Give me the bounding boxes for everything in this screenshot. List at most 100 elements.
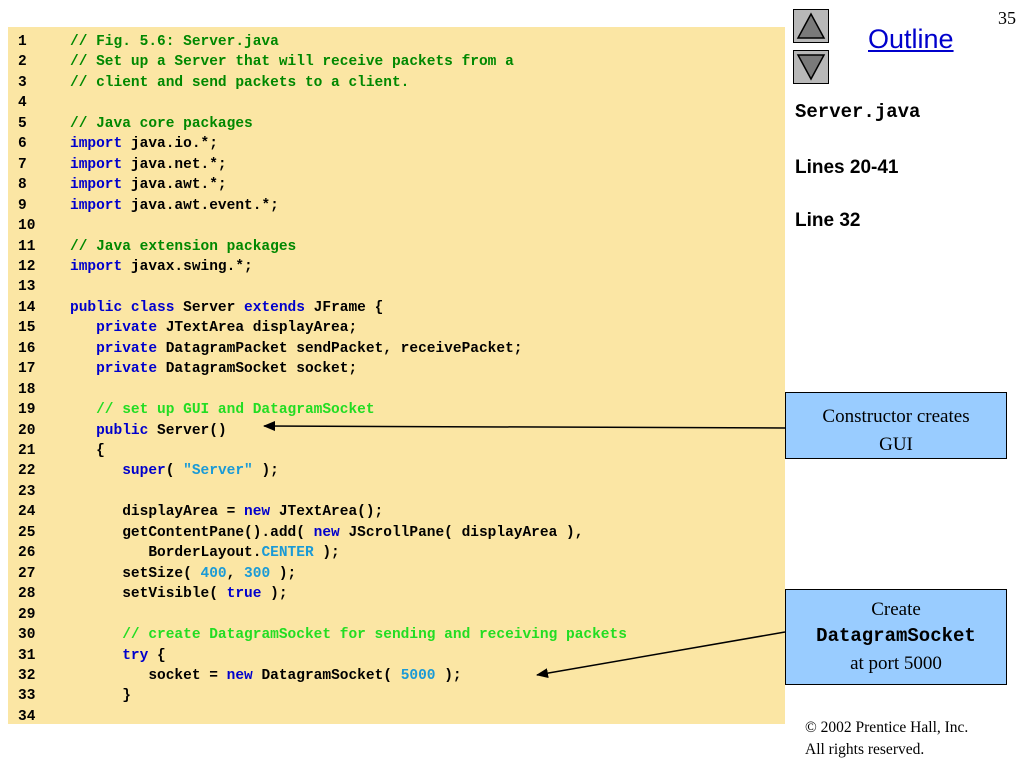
code-token: getContentPane().add(: [70, 524, 314, 541]
file-name-label: Server.java: [795, 101, 921, 123]
literal-token: 400: [200, 565, 227, 582]
code-text: {: [70, 441, 105, 461]
line-number: 26: [18, 545, 36, 562]
line-number: 32: [18, 667, 36, 684]
comment-token: // Set up a Server that will receive pac…: [70, 54, 514, 71]
comment-token: // set up GUI and DatagramSocket: [96, 402, 375, 419]
keyword-token: import: [70, 258, 123, 275]
line-number: 6: [18, 136, 27, 153]
code-token: BorderLayout.: [70, 545, 262, 562]
callout-code-text: DatagramSocket: [816, 625, 976, 647]
line-number: 3: [18, 74, 27, 91]
triangle-down-icon: [796, 54, 826, 81]
line-number: 9: [18, 197, 27, 214]
keyword-token: import: [70, 177, 123, 194]
code-token: (: [165, 463, 184, 480]
code-text: import java.net.*;: [70, 155, 227, 175]
literal-token: 300: [244, 565, 271, 582]
copyright-line: © 2002 Prentice Hall, Inc.: [805, 719, 969, 736]
line-number: 2: [18, 54, 27, 71]
line-number: 7: [18, 156, 27, 173]
code-token: {: [148, 647, 166, 664]
callout-text: Constructor creates: [822, 406, 970, 427]
line-number: 5: [18, 115, 27, 132]
comment-token: // Java extension packages: [70, 238, 297, 255]
code-text: setSize( 400, 300 );: [70, 564, 296, 584]
keyword-token: public class: [70, 299, 175, 316]
code-text: // Java core packages: [70, 114, 253, 134]
comment-token: // Java core packages: [70, 115, 253, 132]
constructor-arrow: [263, 421, 786, 432]
code-token: );: [252, 463, 279, 480]
keyword-token: new: [244, 504, 271, 521]
line-number: 33: [18, 688, 36, 705]
code-token: ,: [226, 565, 245, 582]
literal-token: "Server": [183, 463, 253, 480]
line-number: 19: [18, 402, 36, 419]
keyword-token: super: [122, 463, 166, 480]
comment-token: // create DatagramSocket for sending and…: [122, 627, 627, 644]
line-number: 23: [18, 483, 36, 500]
line-number: 29: [18, 606, 36, 623]
code-text: public class Server extends JFrame {: [70, 298, 383, 318]
code-token: {: [70, 443, 105, 459]
line-number: 16: [18, 340, 36, 357]
line-number: 31: [18, 647, 36, 664]
page-number: 35: [998, 8, 1016, 28]
line-number: 18: [18, 381, 36, 398]
keyword-token: extends: [244, 299, 305, 316]
code-token: Server: [174, 299, 245, 316]
keyword-token: private: [96, 361, 158, 378]
line-number: 8: [18, 177, 27, 194]
previous-slide-button[interactable]: [793, 9, 829, 43]
line-number: 1: [18, 34, 27, 50]
code-token: );: [261, 586, 288, 603]
code-text: // Java extension packages: [70, 237, 296, 257]
line-number: 14: [18, 299, 36, 316]
code-text: socket = new DatagramSocket( 5000 );: [70, 666, 462, 686]
code-token: DatagramSocket socket;: [157, 361, 358, 378]
line-number: 13: [18, 279, 36, 296]
code-text: try {: [70, 646, 166, 666]
code-listing: 1 // Fig. 5.6: Server.java 2 // Set up a Se…: [8, 27, 785, 725]
next-slide-button[interactable]: [793, 50, 829, 84]
keyword-token: private: [96, 340, 158, 357]
code-text: // Fig. 5.6: Server.java: [70, 32, 279, 52]
literal-token: 5000: [400, 667, 436, 684]
code-token: DatagramSocket(: [252, 667, 401, 684]
code-token: java.io.*;: [122, 136, 218, 153]
code-text: public Server(): [70, 421, 227, 441]
keyword-token: try: [122, 647, 149, 664]
code-text: import java.awt.event.*;: [70, 196, 279, 216]
line-number: 17: [18, 361, 36, 378]
code-text: // create DatagramSocket for sending and…: [70, 625, 627, 645]
code-token: socket =: [70, 667, 227, 684]
keyword-token: private: [96, 320, 158, 337]
line-number: 28: [18, 586, 36, 603]
code-text: import javax.swing.*;: [70, 257, 253, 277]
outline-link[interactable]: Outline: [868, 24, 954, 54]
keyword-token: import: [70, 136, 123, 153]
line-number: 15: [18, 320, 36, 337]
code-text: private DatagramSocket socket;: [70, 359, 357, 379]
line-number: 27: [18, 565, 36, 582]
code-text: // client and send packets to a client.: [70, 73, 409, 93]
code-token: displayArea =: [70, 504, 245, 521]
callout-text: Create: [871, 599, 921, 620]
code-token: JFrame {: [304, 299, 384, 316]
code-token: );: [313, 545, 340, 562]
line-number: 22: [18, 463, 36, 480]
code-token: JScrollPane( displayArea ),: [339, 524, 584, 541]
code-token: java.awt.*;: [122, 177, 227, 194]
code-text: }: [70, 686, 131, 706]
line-number: 21: [18, 443, 36, 459]
line-number: 34: [18, 708, 36, 725]
datagram-socket-callout: Create DatagramSocket at port 5000: [785, 589, 1007, 685]
triangle-up-icon: [796, 12, 826, 39]
code-token: setVisible(: [70, 586, 227, 603]
code-token: );: [270, 565, 297, 582]
code-token: JTextArea();: [270, 504, 384, 521]
code-token: setSize(: [70, 565, 201, 582]
code-token: );: [435, 667, 462, 684]
